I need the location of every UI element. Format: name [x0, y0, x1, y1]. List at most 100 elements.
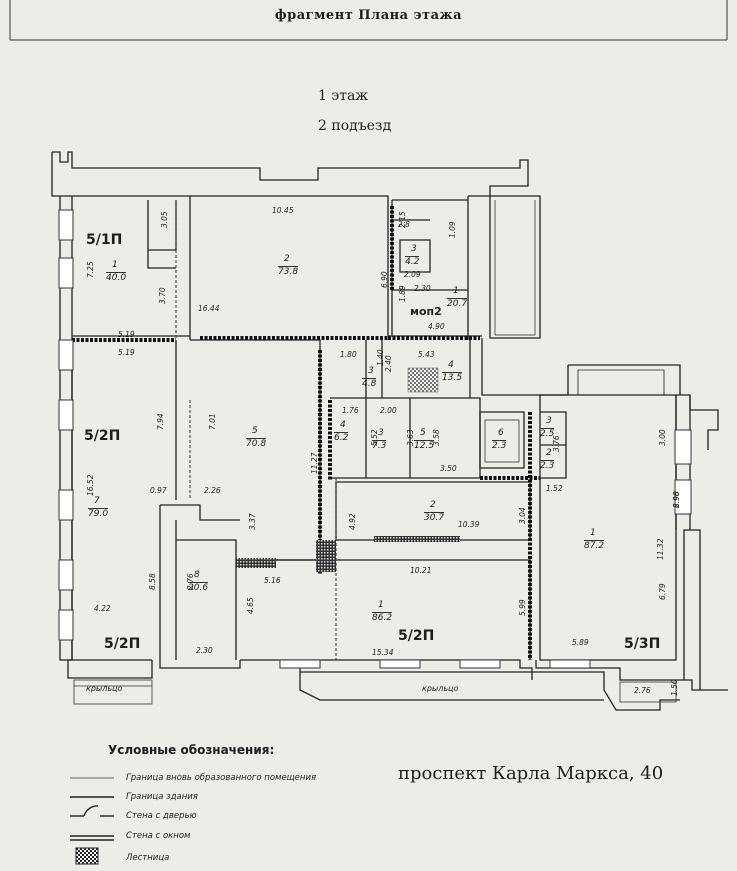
unit-label: 5/2П: [84, 428, 121, 444]
dimension-label: 3.70: [158, 287, 167, 304]
room-area: 30.7: [424, 512, 445, 523]
dimension-label: 0.97: [150, 486, 167, 495]
dimension-label: 3.63: [406, 429, 415, 446]
room-number: 7: [94, 496, 100, 506]
dimension-label: 2.76: [186, 573, 195, 590]
room-number: 1: [112, 260, 118, 270]
room-area: 40.0: [106, 272, 127, 283]
room-number: 5: [252, 426, 258, 436]
dimension-label: 3.58: [432, 429, 441, 446]
dimension-label: 5.16: [264, 576, 281, 585]
dimension-label: 3.04: [518, 507, 527, 524]
room-number: 2: [284, 254, 290, 264]
dimension-label: 1.76: [342, 406, 359, 415]
plan-header: фрагмент Плана этажа: [274, 8, 463, 23]
dimension-label: 16.44: [198, 304, 220, 313]
room-area: 73.8: [278, 266, 299, 277]
dimension-label: 2.40: [384, 355, 393, 372]
dimension-label: 5.19: [118, 330, 135, 339]
dimension-label: 7.94: [156, 413, 165, 430]
room-area: 4.2: [405, 256, 420, 267]
dimension-label: 2.30: [196, 646, 213, 655]
dimension-label: 10.45: [272, 206, 294, 215]
floor-label: 1 этаж: [318, 88, 369, 104]
room-number: 3: [411, 244, 417, 254]
room-number: 1: [453, 286, 459, 296]
room-area: 2.5: [540, 428, 555, 439]
dimension-label: 2.98: [672, 491, 681, 508]
dimension-label: 4.92: [348, 513, 357, 530]
dimension-label: 6.90: [380, 271, 389, 288]
room-number: 8: [194, 570, 200, 580]
dimension-label: 1.50: [670, 679, 679, 696]
room-number: 1: [590, 528, 596, 538]
dimension-label: 1.52: [546, 484, 563, 493]
dimension-label: 11.32: [656, 538, 665, 560]
room-number: 6: [498, 428, 504, 438]
room-area: 86.2: [372, 612, 393, 623]
room-area: 87.2: [584, 540, 605, 551]
room-area: 20.6: [188, 582, 209, 593]
dimension-label: 3.37: [248, 513, 257, 530]
dimension-label: 10.39: [458, 520, 480, 529]
dimension-label: 5.19: [118, 348, 135, 357]
dimension-label: 10.21: [410, 566, 432, 575]
dimension-label: 7.25: [86, 261, 95, 278]
unit-label: 5/2П: [398, 628, 435, 644]
dimension-label: 5.52: [370, 429, 379, 446]
room-number: 2: [430, 500, 436, 510]
dimension-label: 16.52: [86, 474, 95, 496]
dimension-label: 3.00: [658, 429, 667, 446]
room-area: 6.2: [334, 432, 349, 443]
room-area: 79.0: [88, 508, 109, 519]
dimension-label: 2.8: [398, 220, 410, 229]
room-area: 7.3: [372, 440, 387, 451]
dimension-label: 7.01: [208, 413, 217, 430]
dimension-label: 5.99: [518, 599, 527, 616]
dimension-label: 1.80: [340, 350, 357, 359]
dimension-label: 2.00: [380, 406, 397, 415]
unit-label: 5/1П: [86, 232, 123, 248]
dimension-label: 5.89: [572, 638, 589, 647]
room-area: 13.5: [442, 372, 463, 383]
legend-item-building-boundary: Граница здания: [126, 792, 198, 802]
room-number: 5: [420, 428, 426, 438]
room-area: 2.3: [492, 440, 507, 451]
legend-title: Условные обозначения:: [108, 743, 275, 757]
dimension-label: 1.09: [448, 221, 457, 238]
room-area: 70.8: [246, 438, 267, 449]
dimension-label: 8.58: [148, 573, 157, 590]
unit-label: 5/3П: [624, 636, 661, 652]
legend-item-wall-door: Стена с дверью: [126, 811, 197, 821]
unit-label: 5/2П: [104, 636, 141, 652]
room-number: 4: [340, 420, 346, 430]
dimension-label: 6.79: [658, 583, 667, 600]
mop-label: моп2: [410, 305, 442, 318]
room-area: 20.7: [447, 298, 468, 309]
legend-item-wall-window: Стена с окном: [126, 831, 191, 841]
legend-item-stairs: Лестница: [126, 853, 170, 863]
dimension-label: 4.65: [246, 597, 255, 614]
dimension-label: 4.90: [428, 322, 445, 331]
porch-label: крыльцо: [422, 684, 459, 693]
address-label: проспект Карла Маркса, 40: [398, 763, 664, 784]
dimension-label: 1.89: [398, 285, 407, 302]
room-area: 4.8: [362, 378, 377, 389]
dimension-label: 5.43: [418, 350, 435, 359]
dimension-label: 15.34: [372, 648, 394, 657]
dimension-label: 3.76: [552, 435, 561, 452]
dimension-label: 3.05: [160, 211, 169, 228]
dimension-label: 2.09: [404, 270, 421, 279]
legend-item-new-boundary: Граница вновь образованного помещения: [126, 773, 317, 783]
dimension-label: 2.30: [414, 284, 431, 293]
room-area: 2.3: [540, 460, 555, 471]
room-number: 3: [368, 366, 374, 376]
dimension-label: 2.26: [204, 486, 221, 495]
room-number: 2: [546, 448, 552, 458]
room-number: 4: [448, 360, 454, 370]
dimension-label: 3.50: [440, 464, 457, 473]
dimension-label: 4.22: [94, 604, 111, 613]
room-number: 3: [546, 416, 552, 426]
porch-label: крыльцо: [86, 684, 123, 693]
